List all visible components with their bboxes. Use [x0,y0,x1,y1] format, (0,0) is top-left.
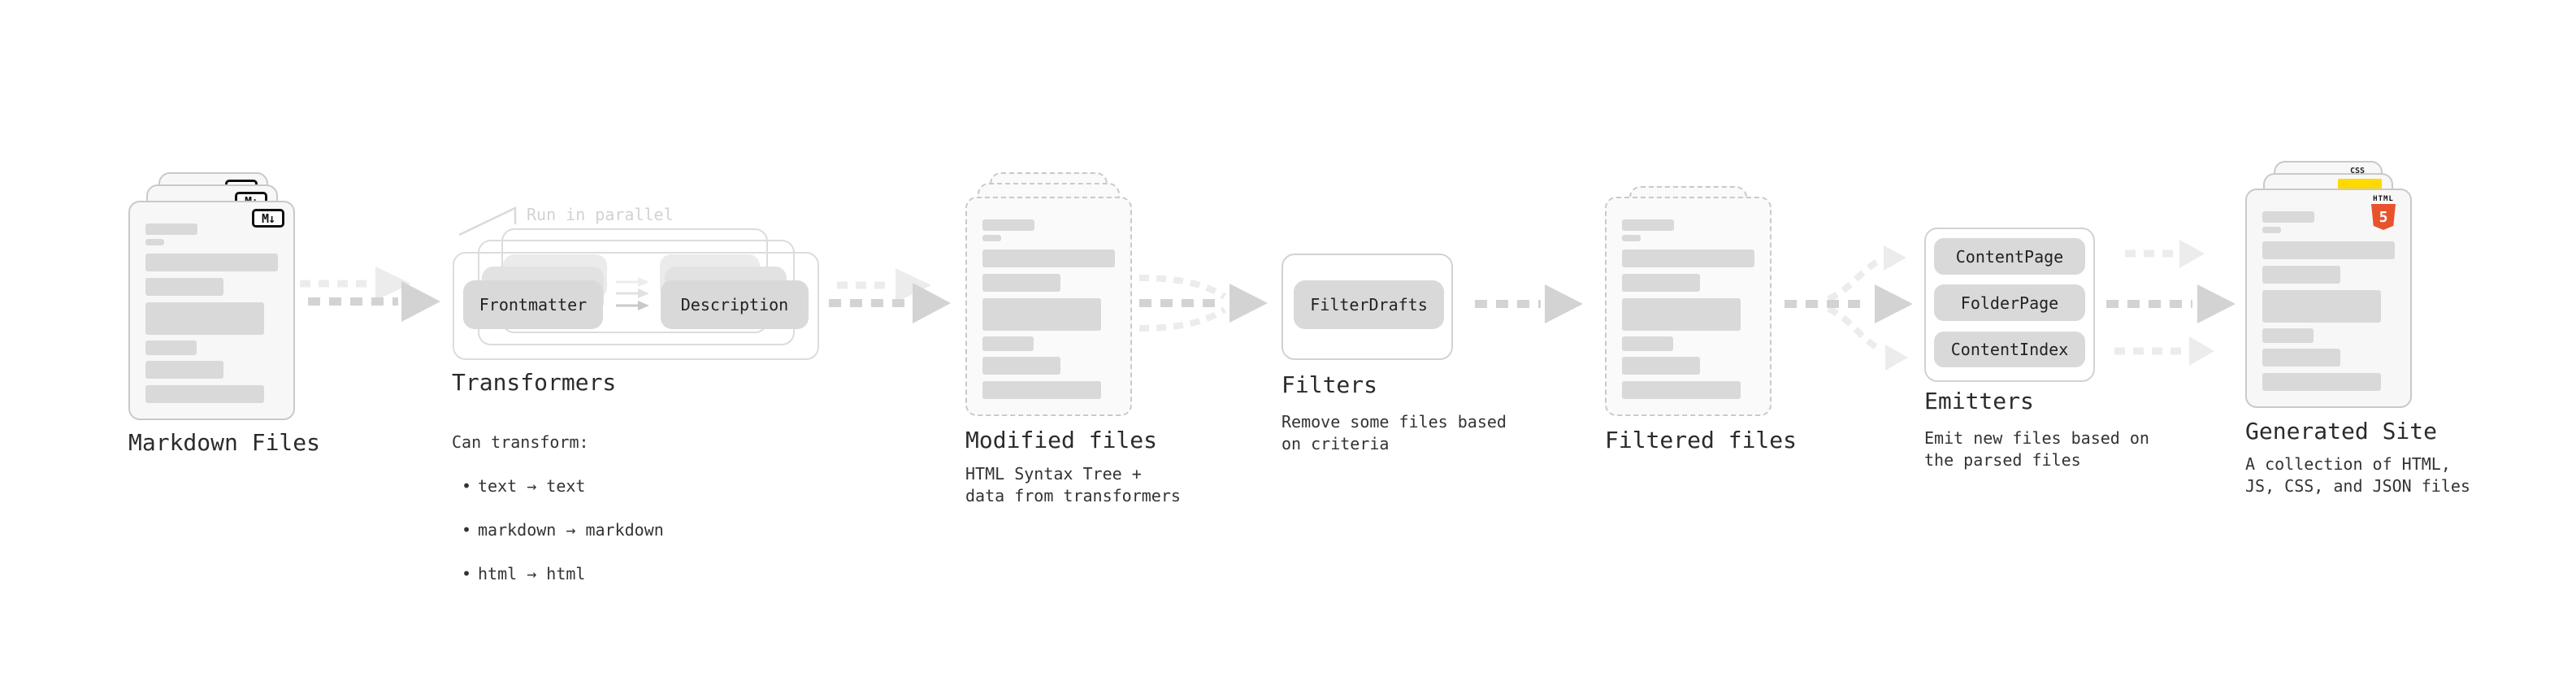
modified-files-stack [965,172,1132,440]
text-line-placeholder [982,219,1034,231]
arrow-filters-to-filtered [1475,284,1583,323]
bullet-text: markdown → markdown [478,520,664,540]
html5-shield: 5 [2371,204,2396,230]
html5-icon: HTML 5 [2365,195,2402,230]
arrow-emitters-to-generated [2106,240,2236,366]
text-line-placeholder [145,278,223,296]
arrow-markdown-to-transformers [300,267,440,322]
text-line-placeholder [1622,235,1641,241]
text-line-placeholder [1622,249,1754,267]
text-line-placeholder [1622,274,1700,292]
text-line-placeholder [982,357,1060,375]
generated-site-stack: CSS HTML 5 [2245,161,2412,429]
text-line-placeholder [2262,328,2314,343]
text-line-placeholder [1622,298,1741,331]
bullet-text: text → text [478,476,586,496]
arrow-modified-to-filters-merge [1138,275,1268,332]
text-line-placeholder [982,336,1034,351]
arrow-transformers-to-modified [829,268,951,323]
contentpage-emitter-pill: ContentPage [1934,238,2085,275]
filterdrafts-pill: FilterDrafts [1294,280,1444,329]
text-line-placeholder [1622,336,1673,351]
arrow-filtered-to-emitters-split [1785,245,1913,371]
text-line-placeholder [1622,357,1700,375]
filtered-files-stack [1605,186,1772,454]
text-line-placeholder [1622,219,1674,231]
filters-frame [1281,254,1453,360]
text-line-placeholder [145,239,164,245]
modified-files-heading: Modified files [965,427,1158,453]
filtered-file-card-front [1605,197,1772,416]
emitters-heading: Emitters [1924,388,2034,414]
text-line-placeholder [2262,227,2281,233]
generated-site-caption: A collection of HTML, JS, CSS, and JSON … [2245,454,2470,496]
frontmatter-transformer-pill: Frontmatter [463,280,603,329]
text-line-placeholder [2262,349,2340,367]
text-line-placeholder [982,235,1001,241]
filters-heading: Filters [1281,371,1378,398]
filters-caption: Remove some files based on criteria [1281,412,1507,453]
text-line-placeholder [2262,241,2395,259]
document-text-placeholder [982,219,1119,399]
text-line-placeholder [145,361,223,379]
text-line-placeholder [145,302,264,335]
generated-site-heading: Generated Site [2245,418,2438,445]
text-line-placeholder [2262,373,2381,391]
can-transform-title: Can transform: [452,432,589,452]
text-line-placeholder [2262,266,2340,284]
transformers-caption: Can transform: • text → text • markdown … [452,410,664,607]
text-line-placeholder [982,298,1101,331]
markdown-files-label: Markdown Files [128,429,321,456]
emitters-frame [1924,228,2095,382]
markdown-icon: M↓ [252,209,284,228]
modified-file-card-front [965,197,1132,416]
document-text-placeholder [1622,219,1759,399]
markdown-file-card-front: M↓ [128,201,295,420]
text-line-placeholder [145,385,264,403]
document-text-placeholder [2262,211,2399,391]
bullet-text: html → html [478,564,586,583]
text-line-placeholder [2262,211,2314,223]
contentindex-emitter-pill: ContentIndex [1934,332,2085,367]
text-line-placeholder [982,274,1060,292]
transformers-heading: Transformers [452,369,617,396]
text-line-placeholder [145,340,197,355]
html-file-card-front: HTML 5 [2245,189,2412,408]
description-transformer-pill: Description [661,280,809,329]
run-in-parallel-annotation: Run in parallel [527,205,674,224]
text-line-placeholder [1622,381,1741,399]
transformer-frame-front [453,252,819,360]
bullet-item: • text → text [452,475,664,497]
text-line-placeholder [145,223,197,235]
bullet-glyph: • [462,476,472,496]
modified-files-caption: HTML Syntax Tree + data from transformer… [965,464,1181,505]
css-badge-label: CSS [2349,167,2366,176]
html5-label: HTML [2373,195,2394,203]
document-text-placeholder [145,223,282,403]
bullet-glyph: • [462,564,472,583]
text-line-placeholder [982,249,1115,267]
text-line-placeholder [2262,290,2381,323]
text-line-placeholder [145,254,278,271]
folderpage-emitter-pill: FolderPage [1934,284,2085,321]
filtered-files-heading: Filtered files [1605,427,1798,453]
text-line-placeholder [982,381,1101,399]
bullet-glyph: • [462,520,472,540]
bullet-item: • markdown → markdown [452,519,664,541]
bullet-item: • html → html [452,563,664,585]
markdown-files-stack: M↓ M↓ M↓ [128,161,295,429]
emitters-caption: Emit new files based on the parsed files [1924,428,2149,470]
